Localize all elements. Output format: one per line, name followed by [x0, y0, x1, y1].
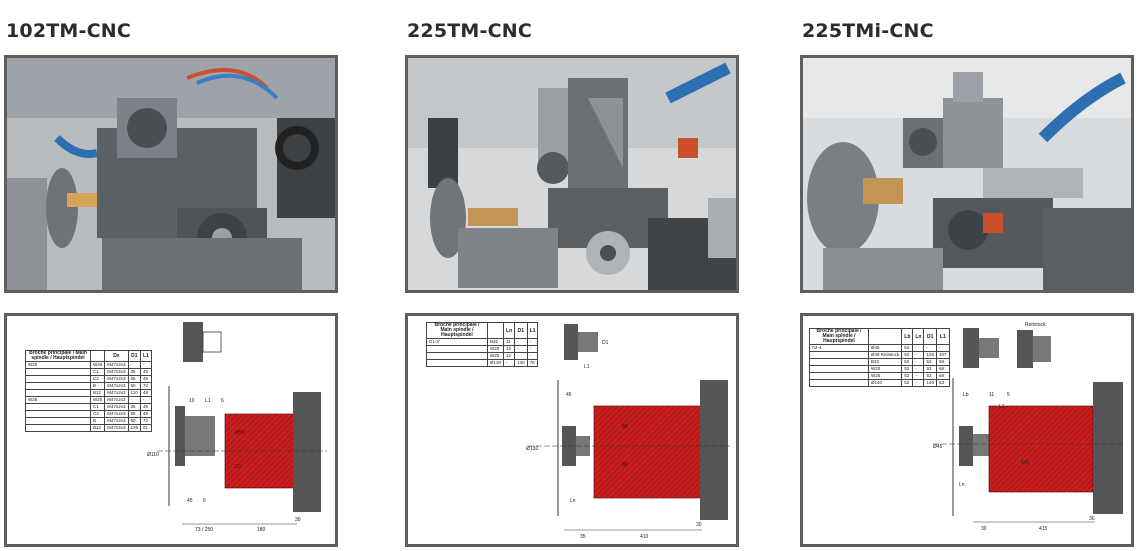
spindle-table: Broche principale / Main spindle / Haupt… — [426, 322, 539, 367]
dim-label: Lb — [963, 392, 969, 398]
spindle-drawing: Broche principale / Main spindle / Haupt… — [405, 313, 739, 547]
dim-label: Ln — [959, 482, 965, 488]
dim-label: Ø110 — [147, 452, 159, 458]
spindle-table: Broche principale / Main spindle / Haupt… — [809, 328, 950, 387]
dimension-drawing: 45 Ø130 35 410 30 L1 D1 Ln 88 88 — [526, 324, 730, 540]
dim-label: D1 — [235, 464, 242, 470]
dim-label: 415 — [1039, 526, 1048, 532]
dim-label: Ø45 — [933, 444, 943, 450]
machine-title: 102TM-CNC — [6, 20, 132, 42]
dim-label: 35 — [580, 534, 586, 540]
dim-label: 45 — [566, 392, 572, 398]
table-header: Ln — [912, 328, 925, 345]
dim-label: L1 — [584, 364, 590, 370]
machine-title: 225TM-CNC — [407, 20, 533, 42]
machine-column-1: 102TM-CNC Broche principale / Main spind… — [0, 0, 345, 551]
spindle-drawing: Broche principale / Main spindle / Haupt… — [4, 313, 338, 547]
dim-label: 410 — [640, 534, 649, 540]
dim-label: 30 — [981, 526, 987, 532]
dim-label: 5 — [1007, 392, 1010, 398]
dim-label: 11 — [989, 392, 994, 398]
dim-label: L1 — [999, 404, 1005, 410]
dim-label: 10 — [189, 398, 195, 404]
dim-label: 88 — [622, 462, 628, 468]
dim-label: 30 — [295, 517, 301, 523]
dim-label: 180 — [257, 527, 266, 533]
machine-column-2: 225TM-CNC Broche principale / Main spind… — [401, 0, 746, 551]
machine-title: 225TMi-CNC — [802, 20, 934, 42]
dim-label: 73 / 250 — [195, 527, 213, 533]
dim-label: 45 — [187, 498, 193, 504]
dim-label: 30 — [1089, 516, 1095, 522]
dim-label: 6 — [203, 498, 206, 504]
machine-column-3: 225TMi-CNC Broche principale / Main spin… — [796, 0, 1137, 551]
dim-label: 88 — [622, 424, 628, 430]
dim-label: L1 — [205, 398, 211, 404]
dim-label: Ø130 — [526, 446, 538, 452]
dim-label: Ln — [570, 498, 576, 504]
dim-label: 6 — [221, 398, 224, 404]
dimension-drawing: 10 L1 6 45 6 73 / 250 180 30 Ø110 Ø50 D1 — [147, 322, 327, 533]
dim-label: 30 — [696, 522, 702, 528]
dim-label: Reitstock — [1025, 322, 1046, 328]
dimension-drawing: Reitstock Lb 11 5 L1 Ln 30 415 30 Ø45 10… — [933, 322, 1125, 532]
machine-photo — [405, 55, 739, 293]
dim-label: Ø50 — [235, 430, 245, 436]
machine-photo — [4, 55, 338, 293]
dim-label: D1 — [602, 340, 609, 346]
dim-label: 100 — [1021, 460, 1030, 466]
machine-photo — [800, 55, 1134, 293]
spindle-drawing: Broche principale / Main spindle / Haupt… — [800, 313, 1134, 547]
spindle-table: Broche principale / Main spindle / Haupt… — [25, 350, 152, 432]
